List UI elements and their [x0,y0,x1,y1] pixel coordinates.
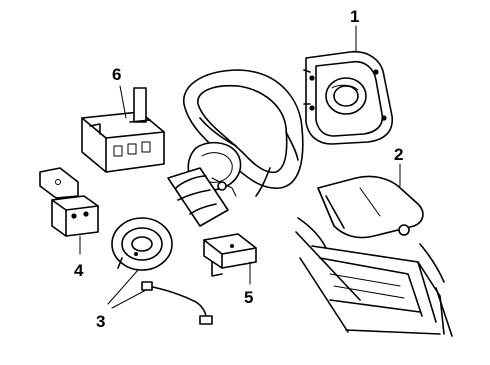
airbag-module-icon [303,51,393,145]
sensor-bracket-icon [39,167,99,237]
callout-4: 4 [74,261,84,280]
callout-6: 6 [112,65,121,84]
impact-sensor-icon [203,233,257,277]
control-module-icon [81,87,165,173]
callout-5: 5 [244,288,253,307]
callout-1: 1 [350,7,359,26]
passenger-airbag-icon [295,175,453,337]
steering-wheel-icon [167,69,304,227]
clockspring-icon [111,217,213,325]
callout-2: 2 [394,145,403,164]
callout-3: 3 [96,312,105,331]
